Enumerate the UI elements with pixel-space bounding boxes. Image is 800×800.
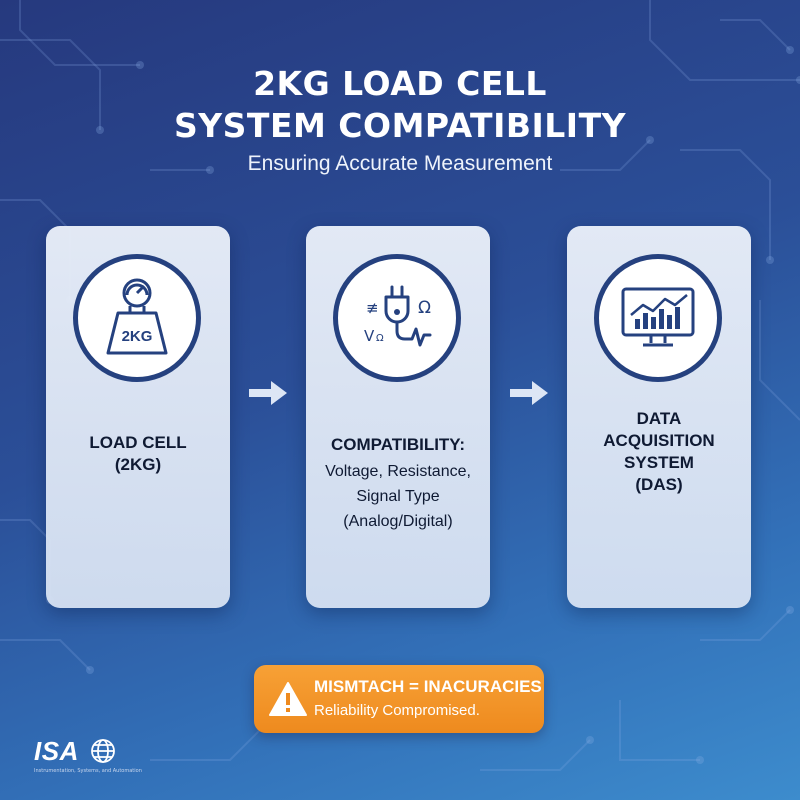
isa-logo: ISA Instrumentation, Systems, and Automa…: [34, 736, 142, 780]
not-equal-symbol: ≢: [366, 299, 379, 317]
page-title-line2: SYSTEM COMPATIBILITY: [174, 106, 626, 145]
card1-heading-line: (2KG): [114, 455, 162, 474]
globe-icon: [91, 739, 115, 763]
logo-tagline: Instrumentation, Systems, and Automation: [34, 768, 142, 774]
voltage-symbol: V: [364, 327, 375, 345]
scale-icon-label: 2KG: [122, 328, 153, 345]
card3-heading-line: (DAS): [635, 475, 683, 494]
warning-banner: MISMTACH = INACURACIES Reliability Compr…: [254, 665, 544, 733]
card3-heading-line: DATA: [636, 409, 682, 428]
ohm-symbol: Ω: [418, 298, 431, 318]
card2-body-line: Signal Type: [356, 488, 440, 505]
scale-icon: 2KG: [106, 278, 168, 355]
scale-icon-ring: 2KG: [73, 254, 201, 382]
card3-heading-line: ACQUISITION: [603, 431, 715, 450]
card1-heading-line: LOAD CELL: [89, 433, 187, 452]
ohm-small-symbol: Ω: [376, 333, 384, 344]
warning-subtitle: Reliability Compromised.: [314, 702, 480, 719]
card-data-acquisition: DATA ACQUISITION SYSTEM (DAS): [567, 226, 751, 608]
plug-icon-ring: ≢ Ω V Ω: [333, 254, 461, 382]
monitor-icon-ring: [594, 254, 722, 382]
warning-title: MISMTACH = INACURACIES: [314, 677, 542, 696]
arrow-right-icon: [510, 381, 548, 405]
page-subtitle: Ensuring Accurate Measurement: [247, 152, 553, 175]
card2-body-line: (Analog/Digital): [343, 513, 453, 530]
card3-heading-line: SYSTEM: [624, 453, 694, 472]
card-compatibility: ≢ Ω V Ω COMPATIBILITY: Voltage, Resistan…: [306, 226, 490, 608]
card2-body-line: Voltage, Resistance,: [325, 463, 471, 480]
card1-heading: LOAD CELL (2KG): [46, 432, 230, 476]
arrow-right-icon: [249, 381, 287, 405]
card-load-cell: 2KG LOAD CELL (2KG): [46, 226, 230, 608]
card2-body: Voltage, Resistance, Signal Type (Analog…: [306, 459, 490, 534]
plug-electrical-icon: ≢ Ω V Ω: [364, 285, 432, 347]
monitor-chart-icon: [621, 287, 695, 347]
warning-triangle-icon: [269, 682, 307, 716]
page-title-line1: 2KG LOAD CELL: [253, 64, 547, 103]
card2-heading: COMPATIBILITY:: [330, 435, 466, 454]
card3-heading: DATA ACQUISITION SYSTEM (DAS): [567, 408, 751, 496]
logo-text: ISA: [34, 736, 79, 766]
